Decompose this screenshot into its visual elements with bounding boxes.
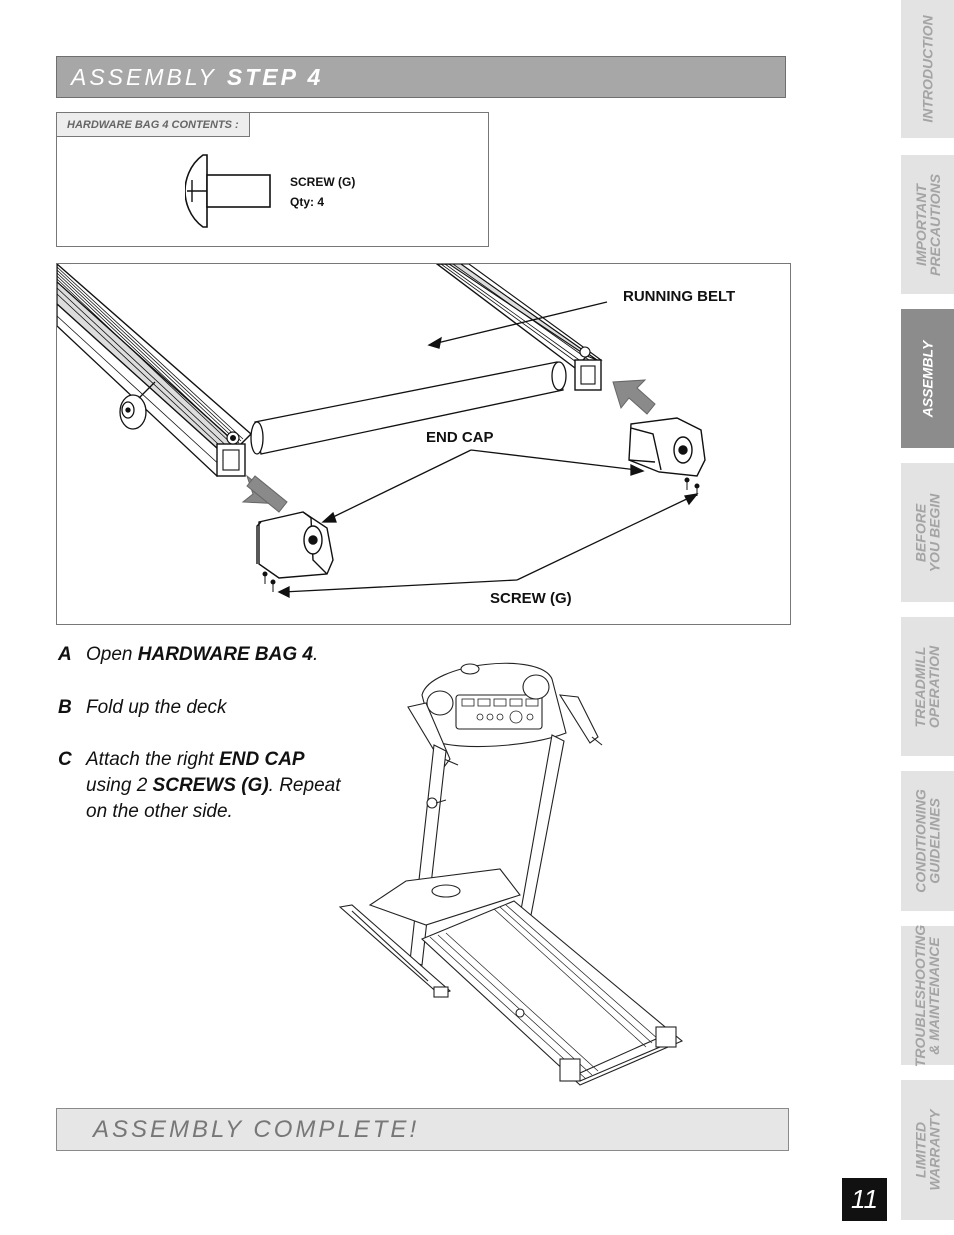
instruction-letter: A: [58, 644, 72, 665]
arrow-right-head: [612, 379, 656, 415]
treadmill-folded-illustration: [338, 662, 684, 1086]
end-cap-diagram: RUNNING BELT END CAP SCREW (G): [56, 263, 791, 625]
right-end-cap: [628, 417, 706, 477]
assembly-complete-banner: ASSEMBLY COMPLETE!: [56, 1108, 789, 1151]
instruction-a: A Open HARDWARE BAG 4.: [58, 642, 348, 668]
hardware-bag-contents: HARDWARE BAG 4 CONTENTS : SCREW (G) Qty:…: [56, 112, 489, 247]
left-end-cap: [256, 511, 334, 579]
left-rail: [57, 264, 253, 477]
label-screw-g: SCREW (G): [490, 590, 572, 607]
instruction-bold-text: HARDWARE BAG 4: [137, 644, 313, 665]
step-title-banner: ASSEMBLY STEP 4: [56, 56, 786, 98]
page-number: 11: [842, 1178, 887, 1221]
instruction-b: B Fold up the deck: [58, 695, 348, 721]
instruction-bold-text: END CAP: [219, 749, 305, 770]
right-rail: [435, 264, 603, 391]
tab-assembly[interactable]: ASSEMBLY: [901, 309, 954, 448]
right-screws: [684, 477, 700, 496]
instruction-text: Fold up the deck: [86, 697, 227, 718]
tab-introduction[interactable]: INTRODUCTION: [901, 0, 954, 138]
instruction-bold-text: SCREWS (G): [152, 775, 269, 796]
tab-label: TROUBLESHOOTING& MAINTENANCE: [912, 924, 943, 1067]
instruction-letter: C: [58, 749, 72, 770]
instruction-text: . Repeat on the other side.: [86, 775, 341, 822]
hardware-item-qty: Qty: 4: [290, 195, 325, 209]
step-title-number: STEP 4: [226, 63, 324, 90]
tab-label: ASSEMBLY: [919, 340, 936, 417]
end-cap-illustration: [57, 264, 706, 599]
instruction-text: .: [313, 644, 319, 665]
tab-troubleshooting-maintenance[interactable]: TROUBLESHOOTING& MAINTENANCE: [901, 924, 954, 1067]
label-end-cap: END CAP: [426, 429, 494, 446]
transport-wheel: [119, 381, 156, 430]
label-running-belt: RUNNING BELT: [623, 288, 736, 305]
instruction-text: using 2: [86, 775, 153, 796]
instruction-c: C Attach the right END CAP using 2 SCREW…: [58, 747, 348, 825]
tab-label: INTRODUCTION: [919, 15, 936, 123]
instruction-text: Attach the right: [86, 749, 220, 770]
step-title-prefix: ASSEMBLY: [71, 63, 217, 90]
instruction-letter: B: [58, 697, 72, 718]
left-screws: [262, 571, 276, 592]
arrow-left-shaft: [246, 475, 288, 513]
hardware-item-name: SCREW (G): [290, 175, 356, 189]
instruction-text: Open: [86, 644, 138, 665]
running-belt-roller: [250, 361, 567, 455]
hardware-bag-label: HARDWARE BAG 4 CONTENTS :: [57, 113, 250, 137]
screw-g-icon: [185, 154, 271, 228]
